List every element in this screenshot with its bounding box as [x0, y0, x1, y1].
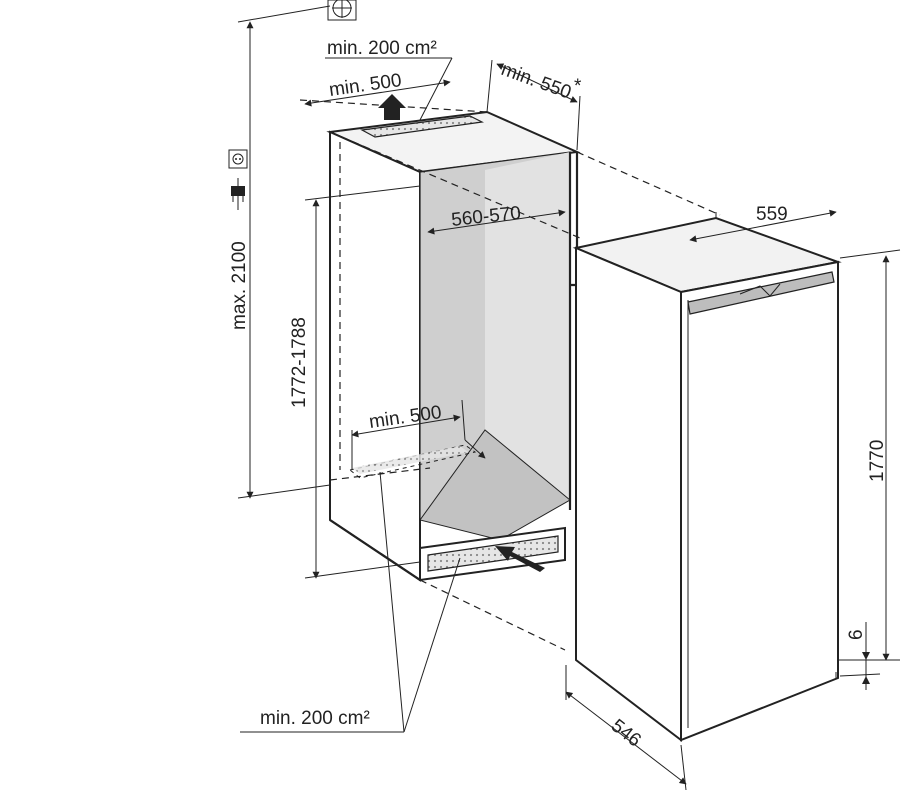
- niche-depth-label: min. 550: [498, 59, 574, 104]
- vent-top-area-label: min. 200 cm²: [327, 38, 437, 59]
- air-inlet-arrow-icon: [495, 546, 545, 572]
- socket-icon: [228, 149, 248, 169]
- dimension-lines: [237, 5, 901, 791]
- grounding-symbol-icon: [327, 0, 357, 21]
- power-plug-icon: [231, 178, 245, 210]
- plinth-gap-label: 6: [846, 629, 867, 640]
- appliance-depth-label: 546: [607, 715, 645, 751]
- appliance-width-label: 559: [756, 204, 788, 225]
- niche-height-label: 1772-1788: [289, 317, 310, 408]
- appliance: [572, 216, 842, 743]
- max-height-label: max. 2100: [229, 241, 250, 330]
- top-vent-opening: [360, 115, 484, 138]
- vent-bottom-area-label: min. 200 cm²: [260, 708, 370, 729]
- appliance-height-label: 1770: [867, 440, 888, 482]
- niche-depth-note: *: [574, 76, 582, 97]
- bottom-vent-grille: [427, 535, 559, 572]
- door-handle-strip: [687, 271, 835, 315]
- air-outlet-arrow-icon: [378, 94, 406, 120]
